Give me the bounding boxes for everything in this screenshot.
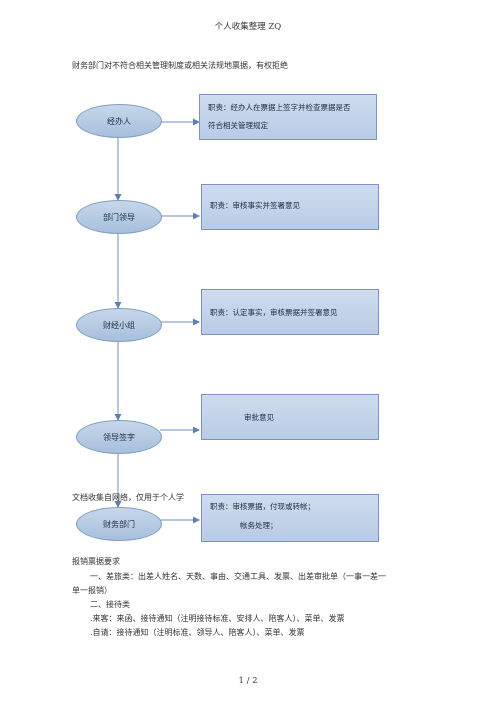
duty-box-finance-group: 职责：认定事实，审核票据并签署意见: [201, 289, 379, 335]
node-leader-sign: 领导签字: [76, 420, 162, 454]
section-line-5: .自请：接待通知（注明标准、领导人、陪客人）、菜单、发票: [90, 628, 305, 637]
section-line-2: 单一报销）: [72, 586, 112, 595]
duty-2-line1: 职责：审核事实并签署意见: [210, 201, 300, 210]
duty-4-line1: 审批意见: [244, 413, 274, 422]
duty-box-handler: 职责：经办人在票据上签字并检查票据是否 符合相关管理规定: [199, 94, 377, 140]
node-handler-label: 经办人: [107, 116, 131, 126]
node-finance-group: 财经小组: [76, 308, 162, 342]
page-header: 个人收集整理 ZQ: [214, 22, 282, 32]
node-dept-leader: 部门领导: [76, 200, 162, 234]
duty-5-line2: 帐务处理；: [240, 521, 278, 530]
node-finance-dept: 财务部门: [76, 507, 162, 541]
duty-3-line1: 职责：认定事实，审核票据并签署意见: [210, 308, 338, 317]
node-finance-group-label: 财经小组: [103, 320, 135, 330]
node-leader-sign-label: 领导签字: [103, 432, 135, 442]
page-number: 1 / 2: [238, 676, 258, 686]
intro-text: 财务部门对不符合相关管理制度或相关法规地票据，有权拒绝: [72, 61, 288, 70]
section-title: 报销票据要求: [72, 557, 120, 566]
node-handler: 经办人: [76, 104, 162, 138]
duty-1-line1: 职责：经办人在票据上签字并检查票据是否: [208, 103, 351, 112]
node-finance-dept-label: 财务部门: [103, 519, 135, 529]
section-line-4: .来客：来函、接待通知（注明接待标准、安排人、陪客人）、菜单、发票: [90, 614, 345, 623]
duty-box-finance-dept: 职责：审核票据，付现或转帐； 帐务处理；: [201, 494, 379, 542]
collection-note: 文档收集自网络，仅用于个人学: [72, 493, 184, 502]
section-line-3: 二、接待类: [90, 600, 130, 609]
duty-box-dept-leader: 职责：审核事实并签署意见: [201, 184, 379, 230]
duty-1-line2: 符合相关管理规定: [208, 121, 268, 130]
duty-5-line1: 职责：审核票据，付现或转帐；: [210, 502, 315, 511]
section-line-1: 一、差旅类：出差人姓名、天数、事由、交通工具、发票、出差审批单（一事一差一: [90, 572, 386, 581]
node-dept-leader-label: 部门领导: [103, 212, 135, 222]
duty-box-leader-sign: 审批意见: [201, 394, 379, 440]
